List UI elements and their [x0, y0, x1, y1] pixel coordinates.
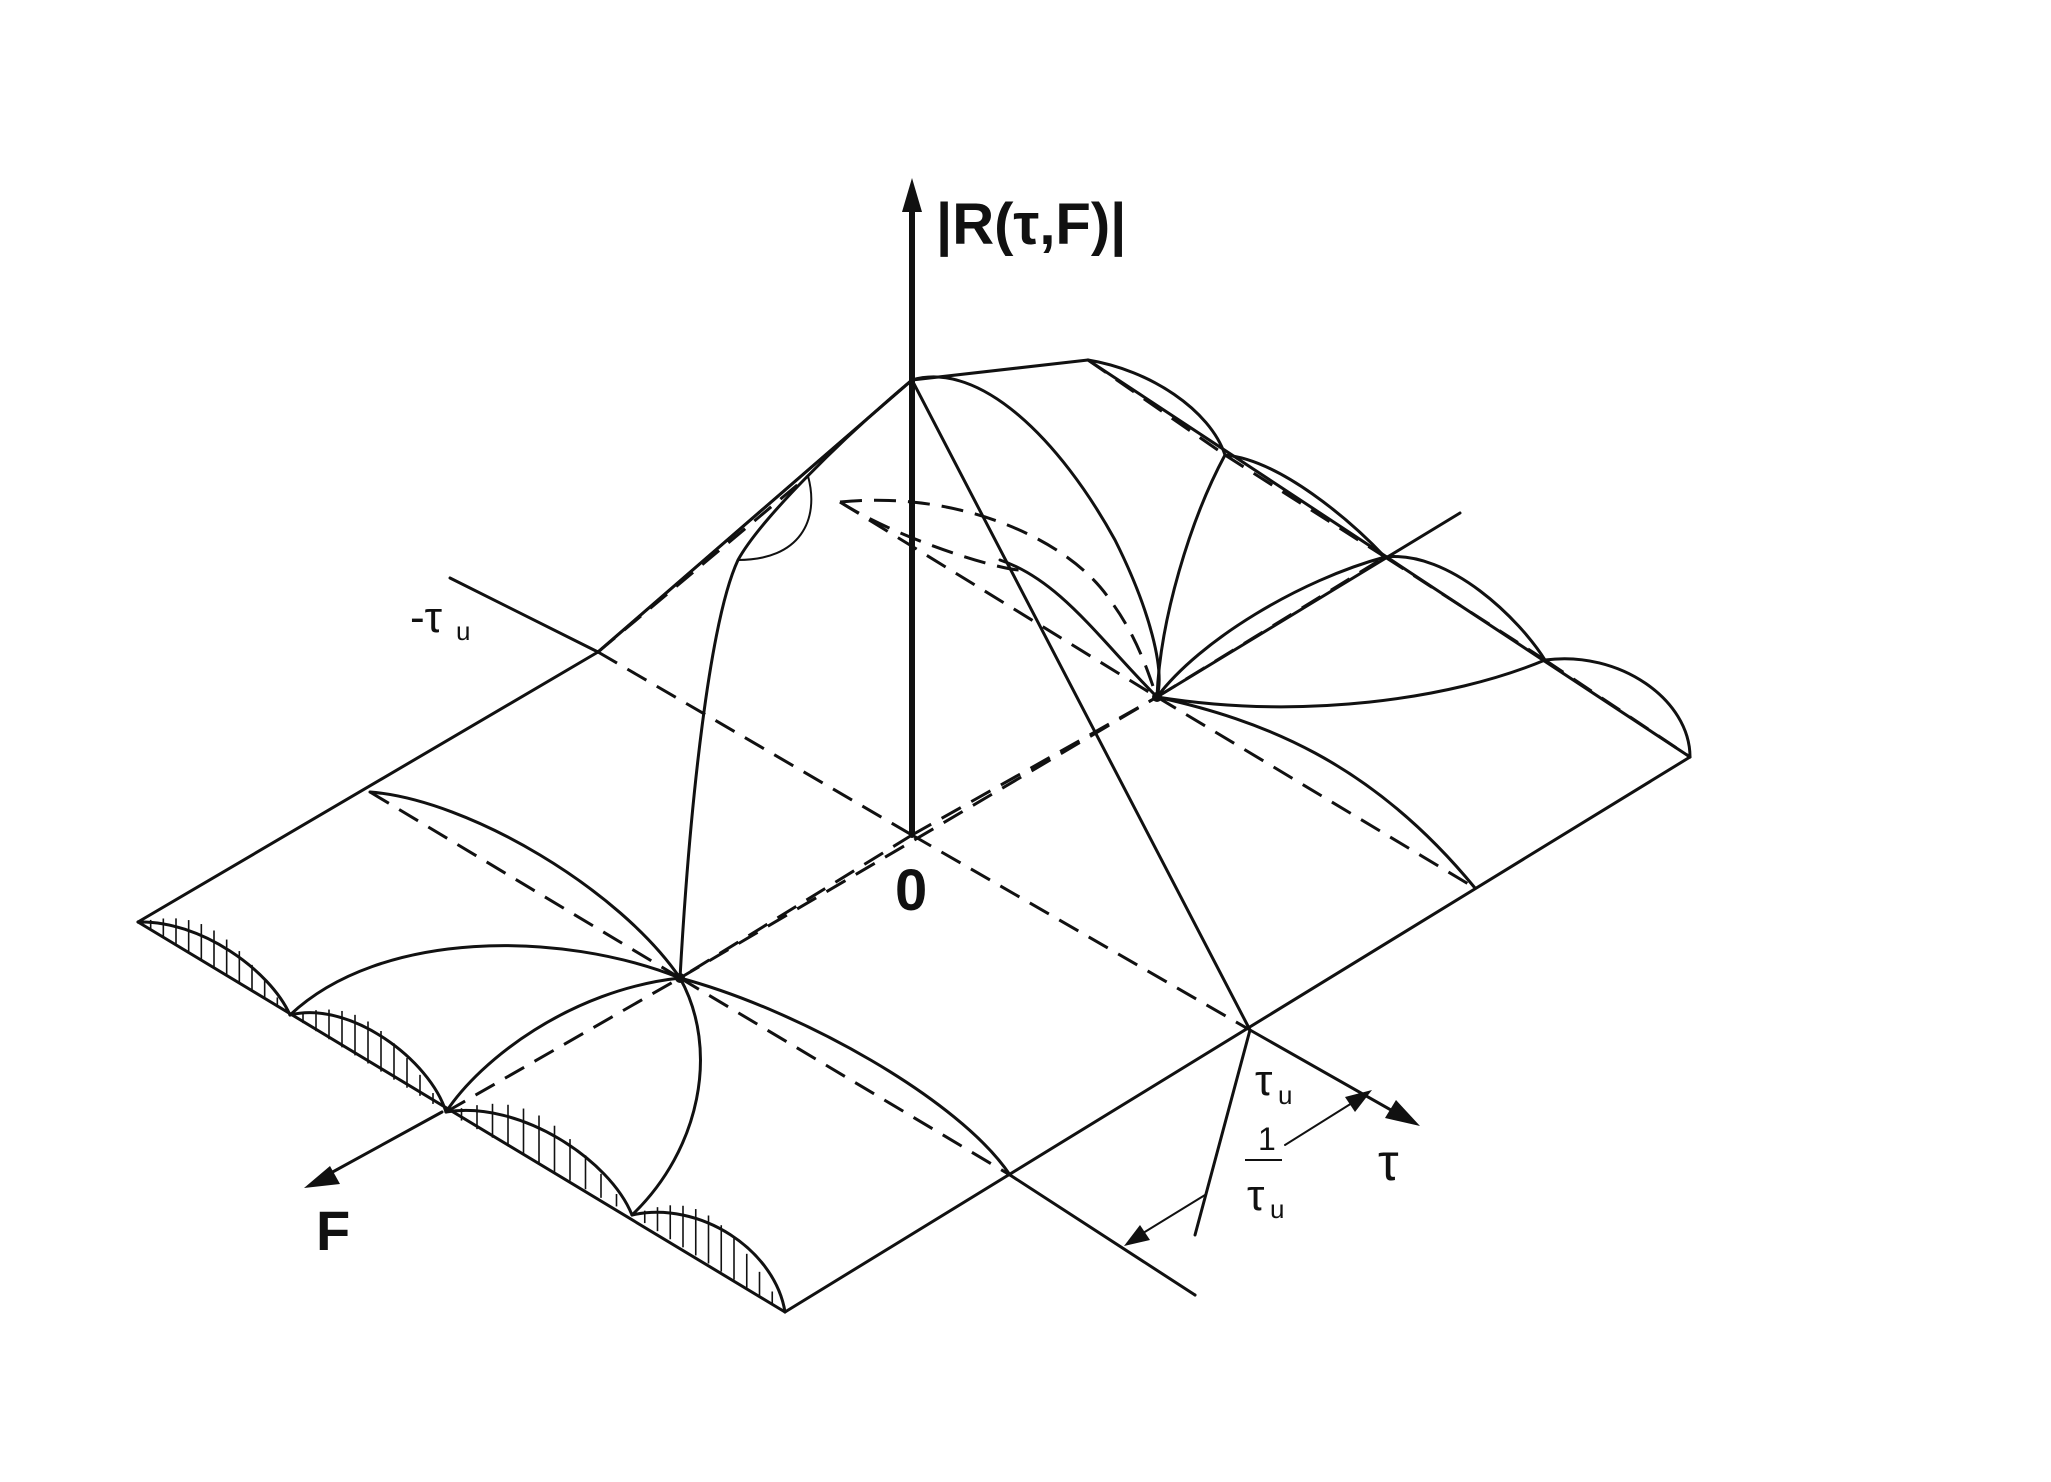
neg-tau-axis	[448, 576, 600, 654]
front-hatching	[149, 918, 774, 1304]
f-axis	[316, 1110, 444, 1182]
peak-markers	[675, 692, 1162, 983]
sidelobe-peak-left	[675, 973, 685, 983]
neg-tau-label: -τ u	[410, 593, 470, 646]
svg-text:u: u	[1278, 1080, 1292, 1110]
z-axis	[902, 178, 922, 838]
z-axis-arrowhead	[902, 178, 922, 212]
tau-axis-arrowhead	[1385, 1100, 1420, 1126]
dashed-grid	[369, 358, 1691, 1177]
svg-text:u: u	[456, 616, 470, 646]
tau-marker-label: τ u	[1255, 1056, 1292, 1110]
origin-label: 0	[895, 858, 927, 923]
tau-axis-label: τ	[1378, 1134, 1399, 1192]
tau-axis-dashed	[911, 833, 1251, 1032]
f-axis-dashed	[679, 833, 913, 980]
right-sidelobes	[998, 358, 1692, 890]
tau-axis	[1248, 1028, 1407, 1120]
f-axis-label: F	[316, 1199, 350, 1262]
f-neg-dashed	[911, 695, 1158, 837]
left-sidelobes	[136, 790, 1012, 1314]
main-lobe	[596, 375, 1252, 1032]
f-axis-arrowhead	[304, 1166, 340, 1188]
svg-text:1: 1	[1258, 1121, 1276, 1157]
svg-text:τ: τ	[1255, 1056, 1273, 1105]
svg-text:τ: τ	[1247, 1171, 1265, 1220]
base-axes	[304, 511, 1462, 1188]
svg-text:-τ: -τ	[410, 593, 443, 642]
spacing-dimension	[1124, 1090, 1372, 1246]
spacing-label: 1 τ u	[1245, 1121, 1284, 1224]
svg-text:u: u	[1270, 1194, 1284, 1224]
neg-tau-axis-dashed	[597, 650, 913, 837]
sidelobe-peak-right	[1152, 692, 1162, 702]
z-axis-label: |R(τ,F)|	[936, 192, 1126, 257]
